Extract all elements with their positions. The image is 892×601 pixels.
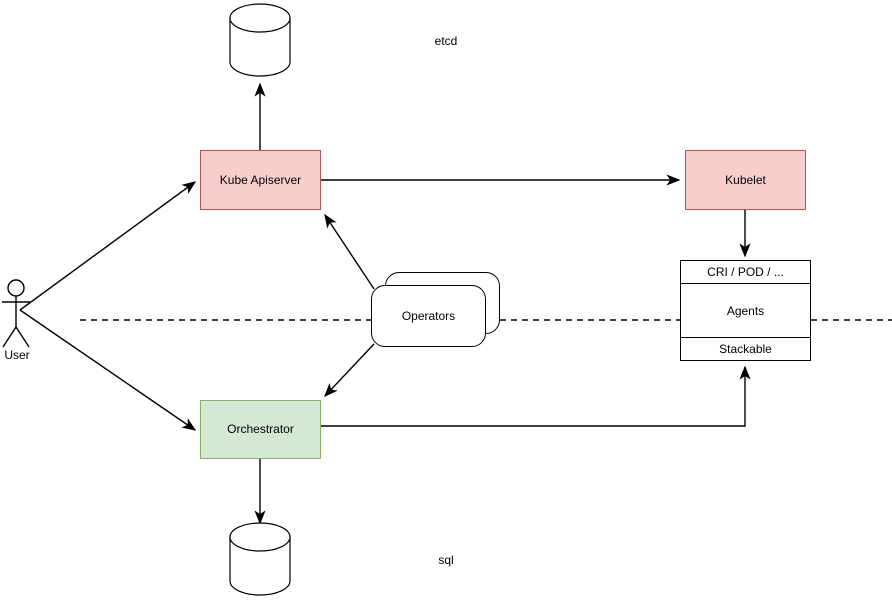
node-orchestrator[interactable]: Orchestrator: [200, 400, 321, 459]
kube-apiserver-label: Kube Apiserver: [219, 172, 302, 187]
node-kube-apiserver[interactable]: Kube Apiserver: [200, 150, 321, 210]
edge-operators-to-orchestrator: [324, 343, 375, 398]
operators-label: Operators: [401, 309, 456, 323]
orchestrator-label: Orchestrator: [227, 422, 294, 437]
etcd-cylinder-shape: [229, 3, 291, 77]
agents-footer-stackable: Stackable: [681, 337, 810, 360]
agents-body: Agents: [681, 284, 810, 337]
agents-footer-label: Stackable: [719, 342, 772, 356]
agents-header-cri-pod: CRI / POD / ...: [681, 261, 810, 284]
edge-user-to-apiserver: [19, 181, 197, 311]
node-operators[interactable]: Operators: [371, 285, 486, 347]
sql-label: sql: [438, 553, 454, 567]
sql-cylinder-shape: [229, 522, 291, 596]
edge-operators-to-apiserver: [324, 213, 375, 290]
node-kubelet[interactable]: Kubelet: [685, 150, 806, 210]
edge-orchestrator-to-agents: [321, 365, 751, 427]
edge-user-to-orchestrator: [19, 309, 197, 431]
agents-body-label: Agents: [726, 303, 765, 318]
user-label: User: [4, 348, 30, 362]
etcd-label: etcd: [434, 34, 458, 48]
kubelet-label: Kubelet: [725, 172, 766, 187]
agents-header-label: CRI / POD / ...: [707, 265, 784, 279]
user-actor-icon: [2, 279, 30, 348]
node-agents[interactable]: CRI / POD / ... Agents Stackable: [680, 260, 811, 361]
